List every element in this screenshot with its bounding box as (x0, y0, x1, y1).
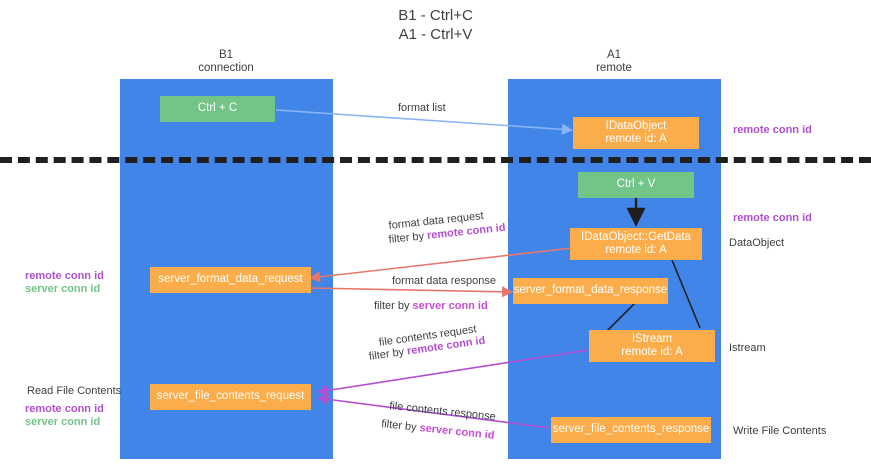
node-ctrl-v[interactable]: Ctrl + V (578, 172, 694, 198)
filter-prefix: filter by (374, 300, 413, 312)
node-server-format-data-request[interactable]: server_format_data_request (150, 267, 311, 293)
edge-format-list (275, 109, 574, 135)
node-idataobject[interactable]: IDataObject remote id: A (573, 117, 699, 149)
column-header-a1-role: remote (596, 62, 632, 74)
phase-separator (0, 157, 871, 163)
node-idataobject-line2: remote id: A (605, 133, 667, 145)
node-server-file-contents-request[interactable]: server_file_contents_request (150, 384, 311, 410)
edge-label-format-list: format list (398, 102, 446, 114)
node-idataobject-getdata[interactable]: IDataObject::GetData remote id: A (570, 228, 702, 260)
edge-label-format-data-response-filter: filter by server conn id (374, 299, 488, 313)
column-header-a1: A1 remote (534, 49, 694, 75)
annotation-left-remote-conn-id-mid: remote conn id (25, 270, 104, 282)
annotation-right-write-file-contents: Write File Contents (733, 425, 827, 437)
filter-prefix: filter by (380, 417, 421, 434)
edge-getdata-to-istream (671, 259, 701, 329)
annotation-right-istream: Istream (729, 342, 766, 354)
title-line-2: A1 - Ctrl+V (398, 26, 473, 43)
title-line-1: B1 - Ctrl+C (398, 7, 473, 24)
annotation-left-server-conn-id-mid: server conn id (25, 283, 101, 295)
annotation-right-remote-conn-id-mid: remote conn id (733, 212, 812, 224)
diagram-title: B1 - Ctrl+C A1 - Ctrl+V (0, 6, 871, 44)
edge-label-format-data-response: format data response (392, 275, 496, 287)
annotation-left-server-conn-id-bottom: server conn id (25, 416, 101, 428)
node-server-format-data-response-label: server_format_data_response (513, 284, 668, 297)
annotation-left-remote-conn-id-bottom: remote conn id (25, 403, 104, 415)
node-server-file-contents-response[interactable]: server_file_contents_response (551, 417, 711, 443)
column-header-b1-role: connection (198, 62, 254, 74)
node-idataobject-line1: IDataObject (605, 119, 667, 132)
node-server-file-contents-request-label: server_file_contents_request (156, 390, 305, 403)
edge-file-contents-response (316, 393, 551, 429)
node-istream-line1: IStream (631, 332, 673, 345)
node-idataobject-getdata-line2: remote id: A (605, 244, 667, 256)
filter-key-server-conn-id: server conn id (412, 300, 488, 312)
edge-format-data-response (309, 286, 514, 298)
node-ctrl-c[interactable]: Ctrl + C (160, 96, 275, 122)
edge-format-data-request (308, 247, 573, 283)
column-header-a1-name: A1 (606, 49, 622, 61)
column-header-b1-name: B1 (218, 49, 234, 61)
edge-file-contents-request (316, 349, 589, 396)
node-server-file-contents-response-label: server_file_contents_response (552, 423, 710, 436)
node-server-format-data-response[interactable]: server_format_data_response (513, 278, 668, 304)
annotation-left-read-file-contents: Read File Contents (27, 385, 122, 397)
node-istream-line2: remote id: A (621, 346, 683, 358)
annotation-right-remote-conn-id-top: remote conn id (733, 124, 812, 136)
node-server-format-data-request-label: server_format_data_request (158, 273, 303, 286)
node-ctrl-v-label: Ctrl + V (616, 178, 656, 191)
annotation-right-dataobject: DataObject (729, 237, 785, 249)
node-idataobject-getdata-line1: IDataObject::GetData (581, 230, 691, 243)
column-header-b1: B1 connection (146, 49, 306, 75)
filter-prefix: filter by (388, 229, 428, 246)
node-ctrl-c-label: Ctrl + C (197, 102, 238, 115)
node-istream[interactable]: IStream remote id: A (589, 330, 715, 362)
